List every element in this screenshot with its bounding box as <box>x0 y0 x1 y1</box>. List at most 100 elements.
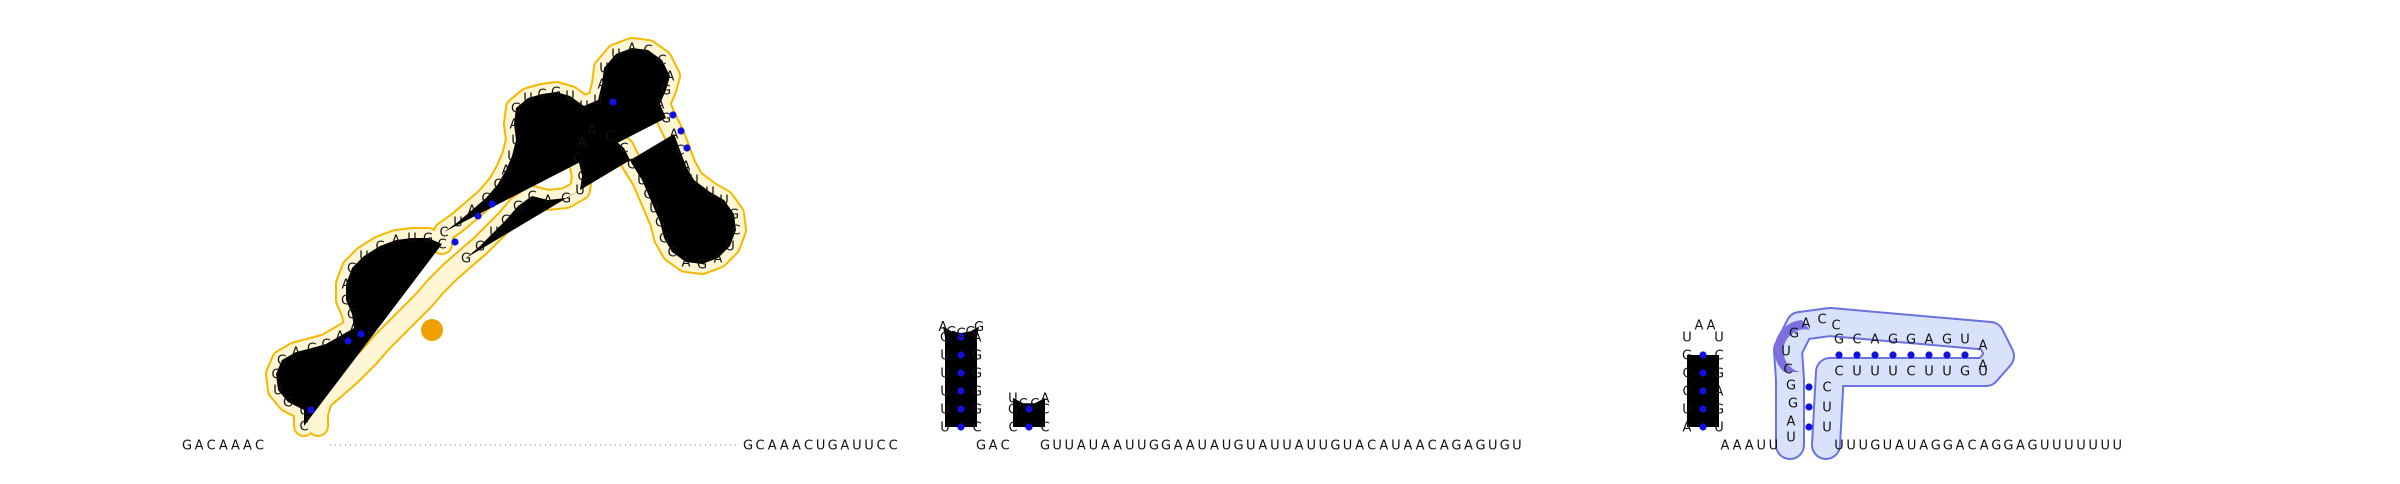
hairpin1-nucleotide: U <box>940 367 950 382</box>
pseudoknot-nucleotide: A <box>1871 333 1880 348</box>
pseudoknot-nucleotide: U <box>1852 365 1862 380</box>
domain-nucleotide: C <box>731 224 740 239</box>
backbone-nucleotide: A <box>1101 439 1110 454</box>
backbone-nucleotide: A <box>1404 439 1413 454</box>
domain-nucleotide: G <box>307 342 317 357</box>
domain-nucleotide: U <box>599 62 609 77</box>
hairpin1-nucleotide: G <box>972 385 982 400</box>
backbone-nucleotide: U <box>1125 439 1135 454</box>
backbone-nucleotide: U <box>1343 439 1353 454</box>
pseudoknot-inner-nucleotide: U <box>1786 431 1796 446</box>
hairpin3-nucleotide: C <box>1682 367 1691 382</box>
base-pair-dot <box>1699 369 1707 377</box>
domain-nucleotide: U <box>611 48 621 63</box>
pseudoknot-nucleotide: U <box>1942 365 1952 380</box>
domain-nucleotide: U <box>359 250 369 265</box>
backbone-nucleotide: G <box>1476 439 1486 454</box>
hairpin1-nucleotide: U <box>940 421 950 436</box>
pseudoknot-junction-nucleotide: C <box>1817 313 1826 328</box>
base-pair-dot <box>957 369 965 377</box>
backbone-nucleotide: U <box>1270 439 1280 454</box>
hairpin2-loop-nucleotide: C <box>1030 397 1039 412</box>
base-pair-layer <box>307 98 1969 431</box>
domain-nucleotide: C <box>299 420 308 435</box>
base-pair-dot <box>1699 387 1707 395</box>
backbone-nucleotide: U <box>2064 439 2074 454</box>
hairpin3-nucleotide: A <box>1715 385 1724 400</box>
base-pair-dot <box>677 127 685 135</box>
domain-nucleotide: C <box>321 338 330 353</box>
pseudoknot-nucleotide: U <box>1924 365 1934 380</box>
backbone-nucleotide: A <box>1440 439 1449 454</box>
base-pair-dot <box>957 423 965 431</box>
domain-nucleotide: C <box>619 142 628 157</box>
backbone-nucleotide: A <box>1745 439 1754 454</box>
backbone-nucleotide: U <box>1488 439 1498 454</box>
backbone-nucleotide: G <box>1870 439 1880 454</box>
hairpin1-loop-nucleotide: A <box>939 320 948 335</box>
domain-nucleotide: A <box>544 194 553 209</box>
hairpin1-nucleotide: A <box>973 331 982 346</box>
backbone-nucleotide: U <box>1222 439 1232 454</box>
domain-nucleotide: A <box>336 330 345 345</box>
domain-nucleotide: A <box>468 204 477 219</box>
base-pair-dot <box>451 238 459 246</box>
hairpin3-loop-nucleotide: U <box>1682 331 1692 346</box>
domain-nucleotide: C <box>537 88 546 103</box>
pseudoknot-junction-nucleotide: A <box>1802 317 1811 332</box>
base-pair-dot <box>474 212 482 220</box>
domain-nucleotide: G <box>475 240 485 255</box>
pseudoknot-purple-nucleotide: G <box>1789 327 1799 342</box>
domain-nucleotide: G <box>283 396 293 411</box>
backbone-nucleotide: U <box>1757 439 1767 454</box>
pseudoknot-nucleotide: C <box>1852 333 1861 348</box>
pseudoknot-junction-nucleotide: C <box>1831 319 1840 334</box>
pseudoknot-nucleotide: G <box>1942 333 1952 348</box>
backbone-nucleotide: G <box>1234 439 1244 454</box>
domain-nucleotide: C <box>527 190 536 205</box>
backbone-nucleotide: A <box>792 439 801 454</box>
backbone-nucleotide: U <box>1883 439 1893 454</box>
hairpin2-nucleotide: G <box>1008 403 1018 418</box>
pseudoknot-loop-nucleotide: A <box>1979 339 1988 354</box>
domain-nucleotide: C <box>675 144 684 159</box>
backbone-nucleotide: A <box>231 439 240 454</box>
backbone-nucleotide: G <box>743 439 753 454</box>
hairpin3-nucleotide: C <box>1714 349 1723 364</box>
hairpin1-nucleotide: G <box>972 403 982 418</box>
hairpin2-nucleotide: C <box>1040 403 1049 418</box>
hairpin1-nucleotide: U <box>940 349 950 364</box>
backbone-nucleotide: U <box>2088 439 2098 454</box>
backbone-nucleotide: U <box>1306 439 1316 454</box>
base-pair-dot <box>1925 351 1933 359</box>
backbone-nucleotide: U <box>1246 439 1256 454</box>
backbone-nucleotide: G <box>1451 439 1461 454</box>
pseudoknot-inner-nucleotide: U <box>1822 421 1832 436</box>
pseudoknot-nucleotide: C <box>1906 365 1915 380</box>
domain-nucleotide: A <box>502 164 511 179</box>
backbone-nucleotide: A <box>780 439 789 454</box>
backbone-line <box>943 326 979 427</box>
backbone-nucleotide: U <box>1282 439 1292 454</box>
hairpin2-nucleotide: C <box>1008 421 1017 436</box>
backbone-nucleotide: U <box>1198 439 1208 454</box>
pseudoknot-purple-nucleotide: C <box>1783 363 1792 378</box>
backbone-nucleotide: A <box>1113 439 1122 454</box>
base-pair-dot <box>957 333 965 341</box>
backbone-nucleotide: G <box>1330 439 1340 454</box>
base-pair-dot <box>683 144 691 152</box>
hairpin3-nucleotide: C <box>1682 385 1691 400</box>
domain-nucleotide: A <box>682 256 691 271</box>
pseudoknot-loop-nucleotide: A <box>1979 359 1988 374</box>
backbone-nucleotide: A <box>1379 439 1388 454</box>
domain-nucleotide: A <box>578 136 587 151</box>
domain-nucleotide: U <box>637 174 647 189</box>
base-pair-dot <box>1961 351 1969 359</box>
domain-nucleotide: A <box>714 252 723 267</box>
domain-nucleotide: U <box>649 202 659 217</box>
base-pair-dot <box>957 387 965 395</box>
backbone-nucleotide: C <box>1001 439 1010 454</box>
pseudoknot-inner-nucleotide: G <box>1788 397 1798 412</box>
backbone-nucleotide: A <box>1895 439 1904 454</box>
domain-nucleotide: G <box>423 232 433 247</box>
